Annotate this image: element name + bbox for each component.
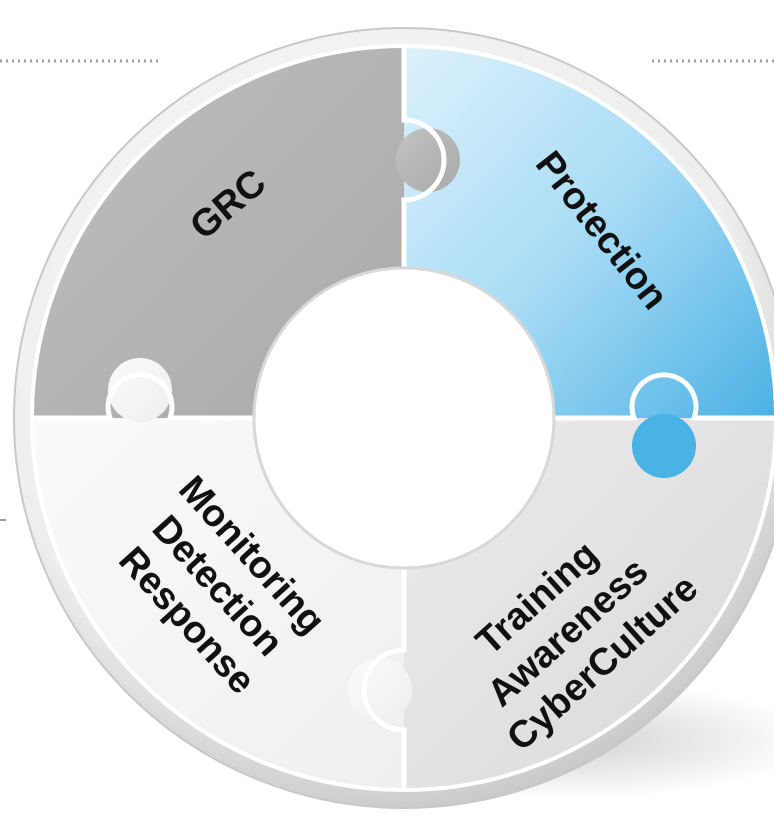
seam-lines — [32, 46, 774, 790]
tab-grc-to-protection — [396, 128, 460, 192]
tab-monitoring-to-training — [348, 658, 412, 722]
inner-rim — [30, 44, 774, 792]
center-hole — [252, 266, 556, 570]
tab-monitoring-to-grc — [108, 358, 172, 422]
tab-protection-to-training — [632, 414, 696, 478]
